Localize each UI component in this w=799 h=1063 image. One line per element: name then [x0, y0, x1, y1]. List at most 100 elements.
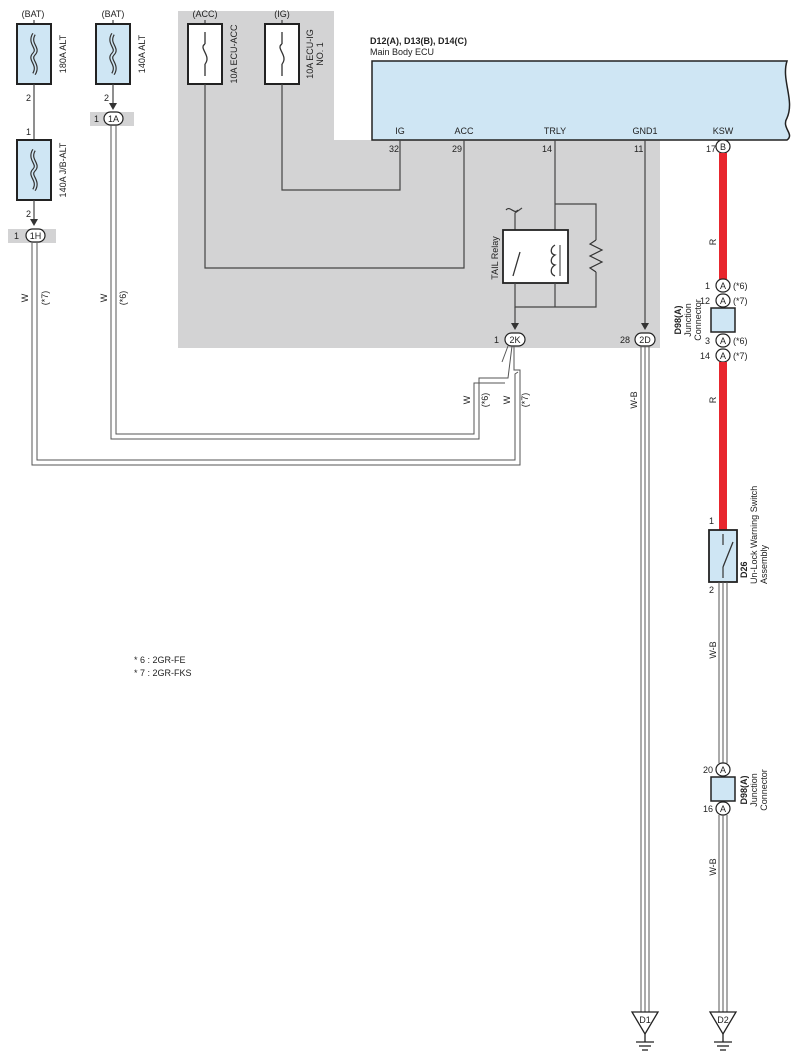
ecu-conn-b: B	[720, 142, 726, 152]
fuse-180a-source: (BAT)	[22, 9, 45, 19]
connector-2k-pin: 1	[494, 335, 499, 345]
ecu-term-ig: IG	[395, 126, 405, 136]
wire-label-sw: W-B	[708, 641, 718, 658]
wire-note-w2: (*6)	[118, 291, 128, 306]
fuse-jb-pin-top: 1	[26, 127, 31, 137]
ju-name-1: Junction	[683, 303, 693, 337]
harness-gnd1	[640, 346, 650, 1012]
connector-1h-code: 1H	[30, 231, 42, 241]
ju-name-2: Connector	[693, 299, 703, 341]
jl-conn-1: A	[720, 765, 726, 775]
wire-note-w4: (*7)	[520, 393, 530, 408]
ju-pin-3: 3	[705, 336, 710, 346]
connector-1a-pin: 1	[94, 114, 99, 124]
junction-lower	[710, 762, 736, 816]
ju-note-1: (*6)	[733, 281, 748, 291]
wire-label-sw2: W-B	[708, 858, 718, 875]
connector-1a	[103, 111, 124, 126]
connector-1h	[25, 228, 46, 243]
ecu-pin-acc: 29	[452, 144, 462, 154]
switch-pin-bottom: 2	[709, 585, 714, 595]
arrow-down-icon	[109, 103, 117, 110]
jl-pin-1: 20	[703, 765, 713, 775]
wire-label-w2: W	[99, 293, 109, 302]
ecu-codes: D12(A), D13(B), D14(C)	[370, 36, 467, 46]
switch-name-1: Un-Lock Warning Switch	[749, 486, 759, 584]
wire-note-w1: (*7)	[40, 291, 50, 306]
note-2: * 7 : 2GR-FKS	[134, 668, 192, 678]
connector-2d-code: 2D	[639, 335, 651, 345]
wire-label-w4: W	[502, 395, 512, 404]
fuse-ig-source: (IG)	[274, 9, 290, 19]
jl-name-2: Connector	[759, 769, 769, 811]
ju-conn-4: A	[720, 351, 726, 361]
arrow-down-icon	[641, 323, 649, 330]
arrow-down-icon	[511, 323, 519, 330]
wire-label-w3: W	[462, 395, 472, 404]
ju-pin-1: 1	[705, 281, 710, 291]
connector-1h-pin: 1	[14, 231, 19, 241]
switch-contact-icon	[722, 541, 734, 568]
fuse-jb-label: 140A J/B-ALT	[58, 142, 68, 197]
ecu-pin-ig: 32	[389, 144, 399, 154]
wire-label-ksw2: R	[708, 396, 718, 403]
ground-d1-label: D1	[639, 1015, 651, 1025]
fuse-acc-source: (ACC)	[193, 9, 218, 19]
connector-2k	[504, 332, 526, 347]
fuse-ig-label-2: NO. 1	[315, 42, 325, 66]
arrow-down-icon	[30, 219, 38, 226]
jl-code: D98(A)	[739, 775, 749, 804]
connector-2k-code: 2K	[509, 335, 520, 345]
fuse-ig-label-1: 10A ECU-IG	[305, 29, 315, 79]
ecu-name: Main Body ECU	[370, 47, 434, 57]
ju-note-4: (*7)	[733, 351, 748, 361]
switch-name-2: Assembly	[759, 544, 769, 584]
ecu-pin-gnd1: 11	[634, 144, 643, 154]
fuse-140a-pin: 2	[104, 93, 109, 103]
wire-label-gnd1: W-B	[629, 391, 639, 408]
fuse-element-icon	[202, 43, 208, 65]
ecu-term-trly: TRLY	[544, 126, 566, 136]
wire-note-w3: (*6)	[480, 393, 490, 408]
harness-w-wires	[31, 125, 521, 466]
connector-2d-pin: 28	[620, 335, 630, 345]
ju-conn-1: A	[720, 281, 726, 291]
resistor-icon	[588, 239, 604, 273]
connector-1a-code: 1A	[108, 114, 119, 124]
main-body-ecu	[371, 60, 791, 141]
ju-pin-4: 14	[700, 351, 710, 361]
ju-conn-2: A	[720, 296, 726, 306]
wire-ig	[281, 84, 401, 191]
junction-upper	[710, 278, 736, 363]
fuse-180a-label: 180A ALT	[58, 34, 68, 73]
wire-label-ksw: R	[708, 238, 718, 245]
ecu-pin-trly: 14	[542, 144, 552, 154]
relay-contact-icon	[512, 251, 521, 277]
ju-pin-2: 12	[700, 296, 710, 306]
harness-red-upper	[719, 153, 727, 279]
note-1: * 6 : 2GR-FE	[134, 655, 186, 665]
relay-name: TAIL Relay	[490, 236, 500, 280]
jl-pin-2: 16	[703, 804, 713, 814]
ju-code: D98(A)	[673, 305, 683, 334]
fuse-180a-pin: 2	[26, 93, 31, 103]
harness-red-lower	[719, 362, 727, 530]
ground-d2-icon	[708, 1011, 738, 1051]
ecu-term-gnd1: GND1	[632, 126, 657, 136]
ecu-pin-ksw: 17	[706, 144, 716, 154]
relay-coil-icon	[550, 244, 557, 277]
switch-code: D26	[739, 561, 749, 578]
fuse-jb-pin-bottom: 2	[26, 209, 31, 219]
harness-sw-lower	[718, 815, 728, 1012]
ju-note-2: (*7)	[733, 296, 748, 306]
fuse-acc-label: 10A ECU-ACC	[229, 24, 239, 84]
harness-sw-upper	[718, 582, 728, 763]
fuse-element-icon	[279, 43, 285, 65]
ground-d1-icon	[630, 1011, 660, 1051]
ecu-term-acc: ACC	[454, 126, 474, 136]
light-icon	[505, 207, 519, 213]
fuse-140a-label: 140A ALT	[137, 34, 147, 73]
ground-d2-label: D2	[717, 1015, 729, 1025]
wire-acc	[204, 84, 465, 269]
